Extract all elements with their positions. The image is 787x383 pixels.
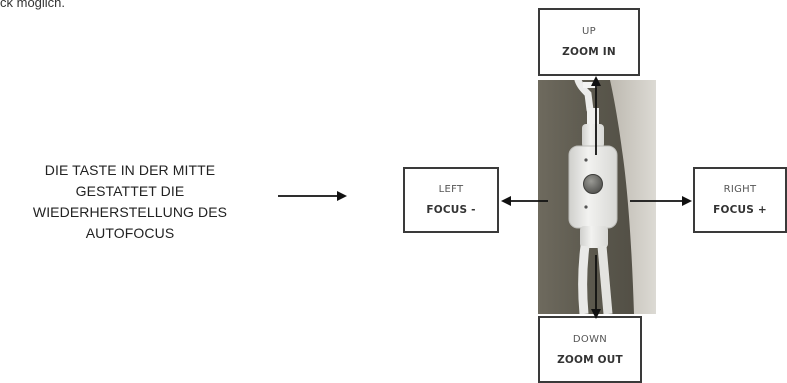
instruction-line-4: AUTOFOCUS	[85, 225, 175, 241]
left-label-box: LEFT FOCUS -	[403, 167, 499, 233]
indicator-dot-bottom	[584, 205, 588, 209]
clipped-top-text: ck möglich.	[0, 0, 66, 10]
instruction-line-2: GESTATTET DIE	[75, 183, 185, 199]
right-direction-label: RIGHT	[723, 184, 757, 195]
instruction-text: DIE TASTE IN DER MITTE GESTATTET DIE WIE…	[0, 160, 260, 244]
controller-photo	[538, 80, 656, 314]
instruction-line-1: DIE TASTE IN DER MITTE	[44, 162, 216, 178]
cable-bottom-right	[597, 245, 613, 314]
down-label-box: DOWN ZOOM OUT	[538, 316, 642, 383]
upper-cable	[574, 80, 594, 114]
strain-relief-top	[582, 124, 604, 148]
photo-wall	[610, 80, 656, 314]
zoom-out-label: ZOOM OUT	[557, 353, 623, 366]
up-direction-label: UP	[582, 26, 596, 37]
cable-bottom-left	[578, 245, 590, 314]
zoom-in-label: ZOOM IN	[562, 46, 616, 58]
focus-minus-label: FOCUS -	[426, 204, 476, 216]
down-direction-label: DOWN	[572, 333, 608, 345]
center-button-icon	[583, 174, 603, 194]
strain-relief-bottom	[580, 226, 608, 248]
up-label-box: UP ZOOM IN	[538, 8, 640, 76]
indicator-dot-top	[584, 158, 588, 162]
focus-plus-label: FOCUS +	[713, 204, 767, 216]
cable-clip	[583, 82, 597, 88]
instruction-line-3: WIEDERHERSTELLUNG DES	[32, 204, 228, 220]
right-label-box: RIGHT FOCUS +	[693, 167, 787, 233]
left-direction-label: LEFT	[438, 184, 464, 195]
